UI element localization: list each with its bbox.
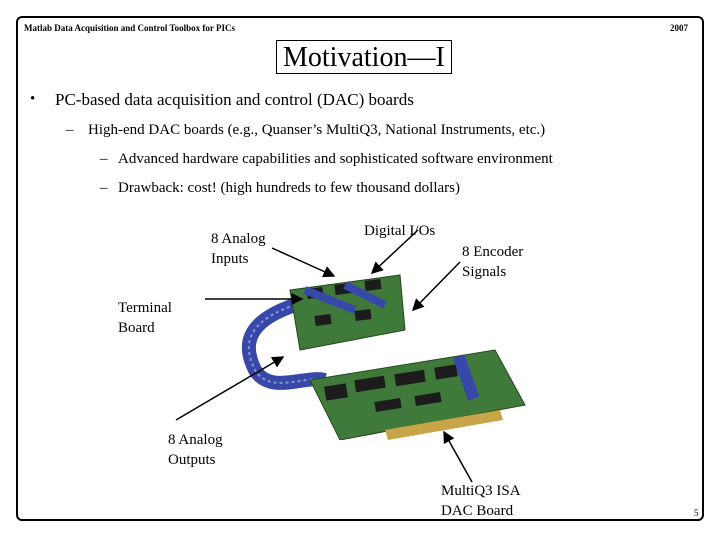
label-analog-outputs: 8 Analog Outputs [168, 430, 223, 470]
label-encoder-signals: 8 Encoder Signals [462, 242, 523, 282]
label-digital-ios: Digital I/Os [364, 223, 436, 239]
label-terminal-board: Terminal Board [118, 298, 172, 338]
dash-marker: – [66, 122, 74, 138]
arrow-multiq3 [443, 430, 473, 483]
label-terminal-line1: Terminal [118, 300, 172, 316]
page-number: 5 [694, 508, 699, 518]
arrow-analog-outputs [175, 356, 285, 421]
arrow-analog-inputs [271, 247, 336, 278]
label-analog-outputs-line1: 8 Analog [168, 432, 223, 448]
label-analog-outputs-line2: Outputs [168, 452, 216, 468]
bullet-dot: • [30, 91, 36, 107]
bullet-level1: PC-based data acquisition and control (D… [55, 90, 414, 109]
slide-title: Motivation—I [276, 40, 452, 74]
label-analog-inputs: 8 Analog Inputs [211, 229, 266, 269]
bullet-level3-drawback: Drawback: cost! (high hundreds to few th… [118, 180, 460, 196]
bullet-level3-advanced: Advanced hardware capabilities and sophi… [118, 151, 553, 167]
header-title: Matlab Data Acquisition and Control Tool… [24, 23, 235, 33]
arrow-digital-ios [370, 229, 419, 275]
label-analog-inputs-line1: 8 Analog [211, 231, 266, 247]
main-board [309, 349, 526, 440]
label-encoder-line2: Signals [462, 264, 507, 280]
edge-connector [385, 410, 503, 440]
label-multiq3-line2: DAC Board [441, 503, 514, 519]
arrow-encoder [411, 261, 461, 312]
header-year: 2007 [670, 23, 688, 33]
label-encoder-line1: 8 Encoder [462, 244, 524, 260]
slide-border [16, 16, 704, 521]
bullet-level2: High-end DAC boards (e.g., Quanser’s Mul… [88, 122, 546, 138]
label-terminal-line2: Board [118, 320, 155, 336]
label-multiq3-line1: MultiQ3 ISA [441, 483, 521, 499]
dash-marker: – [100, 180, 108, 196]
label-multiq3: MultiQ3 ISA DAC Board [441, 481, 521, 521]
dac-board-photo [241, 274, 526, 440]
dash-marker: – [100, 151, 108, 167]
label-analog-inputs-line2: Inputs [211, 251, 249, 267]
